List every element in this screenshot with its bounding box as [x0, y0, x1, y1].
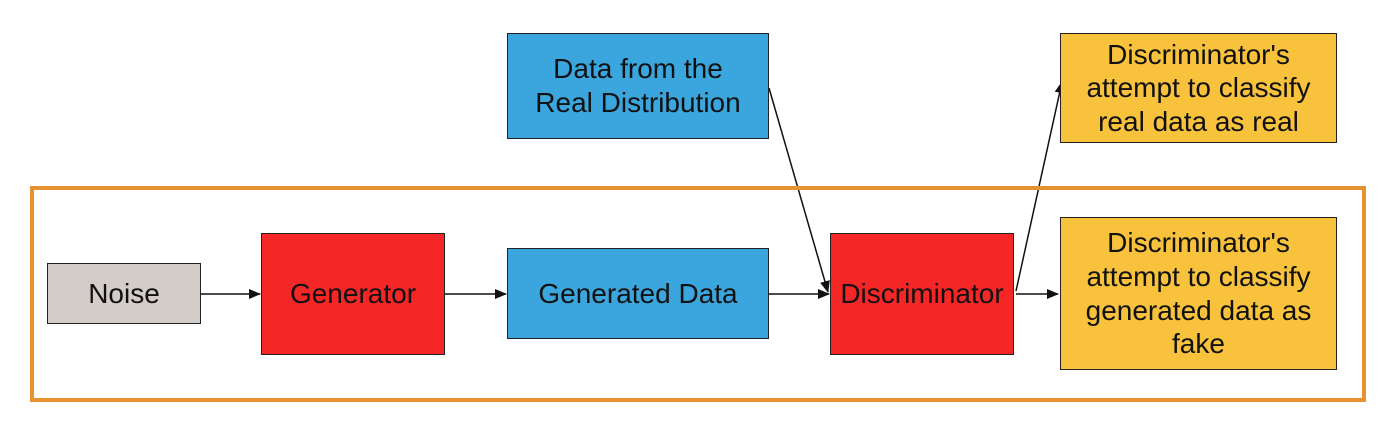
generator-node: Generator [261, 233, 445, 355]
real-data-node: Data from the Real Distribution [507, 33, 769, 139]
noise-node: Noise [47, 263, 201, 324]
generated-data-node: Generated Data [507, 248, 769, 339]
edge-real-data-to-discriminator [768, 87, 830, 293]
output-real-node: Discriminator's attempt to classify real… [1060, 33, 1337, 143]
discriminator-node: Discriminator [830, 233, 1014, 355]
output-fake-node: Discriminator's attempt to classify gene… [1060, 217, 1337, 370]
gan-frame [30, 186, 1366, 402]
